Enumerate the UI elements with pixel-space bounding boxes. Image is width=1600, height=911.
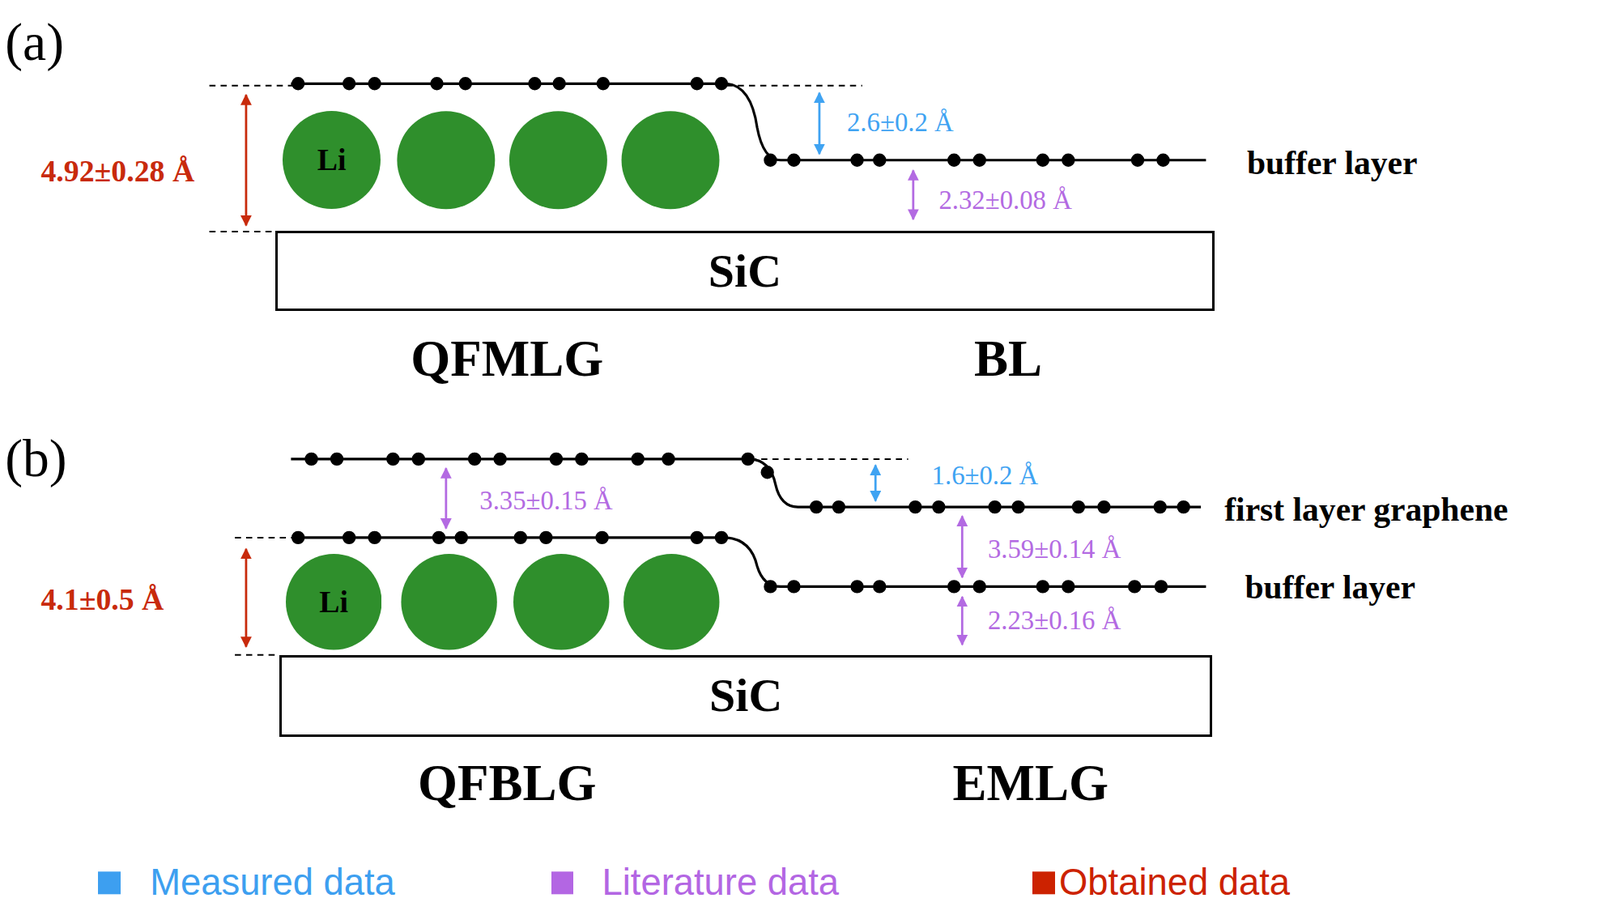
legend-item: Obtained data <box>1032 863 1290 901</box>
dimension-arrow <box>961 596 964 645</box>
layer-label: first layer graphene <box>1224 493 1508 528</box>
dimension-arrow <box>874 464 877 501</box>
lithium-atom <box>396 110 495 209</box>
graphene-sheet <box>290 459 1201 507</box>
atom-symbol: Li <box>319 587 349 618</box>
substrate-box: SiC <box>279 655 1213 737</box>
legend-text: Literature data <box>602 863 840 901</box>
dimension-label: 3.35±0.15 Å <box>479 486 613 514</box>
panel-label: (a) <box>4 16 64 70</box>
atom-fill <box>282 110 381 209</box>
reference-line <box>234 459 908 656</box>
lithium-atom <box>623 553 720 650</box>
dimension-arrow <box>911 170 915 219</box>
dimension-arrow <box>818 93 822 155</box>
legend-swatch <box>97 871 121 894</box>
dimension-label: 2.6±0.2 Å <box>846 109 954 137</box>
lithium-atom <box>509 110 608 209</box>
legend-item: Literature data <box>551 863 840 901</box>
lithium-atom <box>621 110 720 209</box>
lithium-atom <box>513 553 609 650</box>
legend-swatch <box>551 871 575 894</box>
dimension-label: 4.1±0.5 Å <box>40 584 164 616</box>
substrate-name: SiC <box>708 247 782 295</box>
carbon-atoms <box>770 579 1162 593</box>
layer-label: buffer layer <box>1246 146 1418 181</box>
carbon-atoms <box>816 500 1184 514</box>
dimension-label: 2.23±0.16 Å <box>987 607 1121 635</box>
carbon-atoms <box>311 459 768 473</box>
dimension-label: 4.92±0.28 Å <box>40 156 195 188</box>
legend-swatch <box>1032 871 1056 894</box>
carbon-atoms <box>770 153 1163 167</box>
legend-item: Measured data <box>97 863 396 901</box>
carbon-atoms <box>297 531 722 545</box>
structure-label: BL <box>974 333 1043 385</box>
lithium-atom <box>400 553 497 650</box>
panel-label: (b) <box>4 432 67 486</box>
dimension-label: 1.6±0.2 Å <box>931 462 1039 490</box>
structure-label: EMLG <box>953 757 1110 809</box>
atom-symbol: Li <box>317 144 347 176</box>
lithium-atom: Li <box>282 110 381 209</box>
dimension-arrow <box>245 94 248 226</box>
structure-label: QFBLG <box>417 757 597 809</box>
legend-text: Measured data <box>149 863 396 901</box>
substrate-box: SiC <box>275 230 1214 312</box>
dimension-label: 2.32±0.08 Å <box>938 187 1072 214</box>
lithium-atom: Li <box>285 553 382 650</box>
structure-label: QFMLG <box>410 333 604 385</box>
substrate-name: SiC <box>709 672 783 720</box>
atom-fill <box>285 553 382 650</box>
dimension-label: 3.59±0.14 Å <box>987 536 1121 563</box>
dimension-arrow <box>444 468 447 528</box>
graphene-sheet <box>290 83 1206 160</box>
layer-label: buffer layer <box>1244 570 1416 605</box>
dimension-arrow <box>245 548 248 647</box>
legend-text: Obtained data <box>1059 863 1290 901</box>
carbon-atoms <box>297 76 722 90</box>
dimension-arrow <box>961 515 964 578</box>
